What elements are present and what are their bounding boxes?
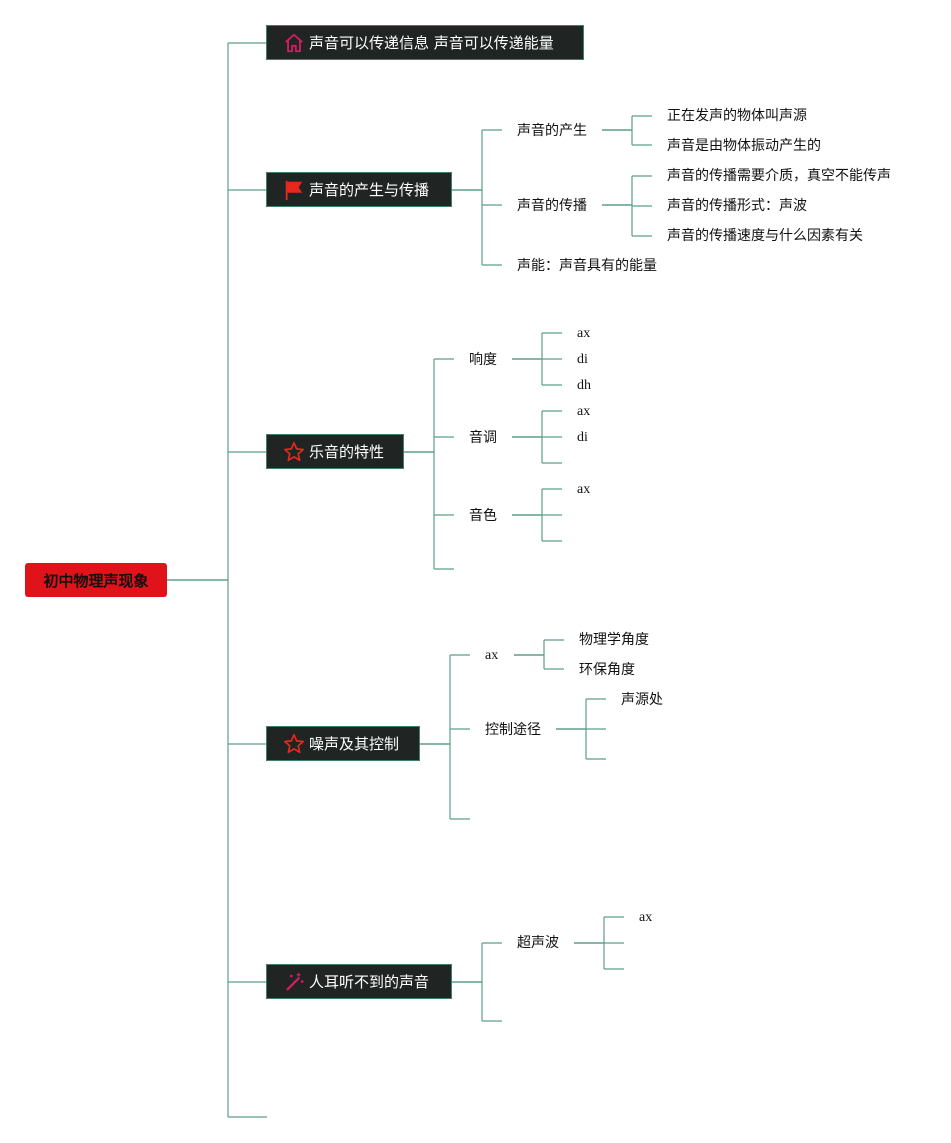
leaf-at-source[interactable]: 声源处	[621, 692, 663, 708]
topic-label: 声音的产生与传播	[309, 181, 430, 199]
leaf-timbre-ax[interactable]: ax	[577, 482, 591, 497]
root-label: 初中物理声现象	[43, 571, 149, 590]
root-node[interactable]: 初中物理声现象	[25, 563, 167, 597]
star-outline-icon	[283, 733, 305, 755]
subtopic-sound-production[interactable]: 声音的产生	[517, 123, 587, 139]
leaf-pitch-ax[interactable]: ax	[577, 404, 591, 419]
leaf-sound-wave[interactable]: 声音的传播形式：声波	[667, 198, 807, 214]
leaf-physics-view[interactable]: 物理学角度	[579, 632, 649, 648]
leaf-sound-source[interactable]: 正在发声的物体叫声源	[667, 108, 807, 124]
topic-noise-control[interactable]: 噪声及其控制	[266, 726, 420, 761]
subtopic-control-methods[interactable]: 控制途径	[485, 722, 541, 738]
magic-wand-icon	[283, 971, 305, 993]
home-icon	[283, 32, 305, 54]
flag-icon	[283, 179, 305, 201]
subtopic-loudness[interactable]: 响度	[469, 352, 497, 368]
leaf-vibration[interactable]: 声音是由物体振动产生的	[667, 138, 821, 154]
topic-label: 声音可以传递信息 声音可以传递能量	[309, 34, 554, 52]
leaf-medium[interactable]: 声音的传播需要介质，真空不能传声	[667, 168, 891, 184]
topic-label: 人耳听不到的声音	[309, 973, 430, 991]
leaf-ultrasound-ax[interactable]: ax	[639, 910, 653, 925]
leaf-pitch-di[interactable]: di	[577, 430, 588, 445]
topic-sound-production[interactable]: 声音的产生与传播	[266, 172, 452, 207]
leaf-speed[interactable]: 声音的传播速度与什么因素有关	[667, 228, 863, 244]
subtopic-timbre[interactable]: 音色	[469, 508, 497, 524]
star-outline-icon	[283, 441, 305, 463]
leaf-loudness-di[interactable]: di	[577, 352, 588, 367]
subtopic-noise-ax[interactable]: ax	[485, 648, 499, 663]
leaf-loudness-ax[interactable]: ax	[577, 326, 591, 341]
subtopic-sound-propagation[interactable]: 声音的传播	[517, 198, 587, 214]
subtopic-pitch[interactable]: 音调	[469, 430, 497, 446]
topic-sound-info-energy[interactable]: 声音可以传递信息 声音可以传递能量	[266, 25, 584, 60]
subtopic-ultrasound[interactable]: 超声波	[517, 935, 559, 951]
topic-label: 乐音的特性	[309, 443, 385, 461]
leaf-loudness-dh[interactable]: dh	[577, 378, 591, 393]
topic-musical-tone[interactable]: 乐音的特性	[266, 434, 404, 469]
topic-inaudible-sound[interactable]: 人耳听不到的声音	[266, 964, 452, 999]
leaf-environment-view[interactable]: 环保角度	[579, 662, 635, 678]
topic-label: 噪声及其控制	[309, 735, 400, 753]
subtopic-sound-energy[interactable]: 声能：声音具有的能量	[517, 258, 657, 274]
